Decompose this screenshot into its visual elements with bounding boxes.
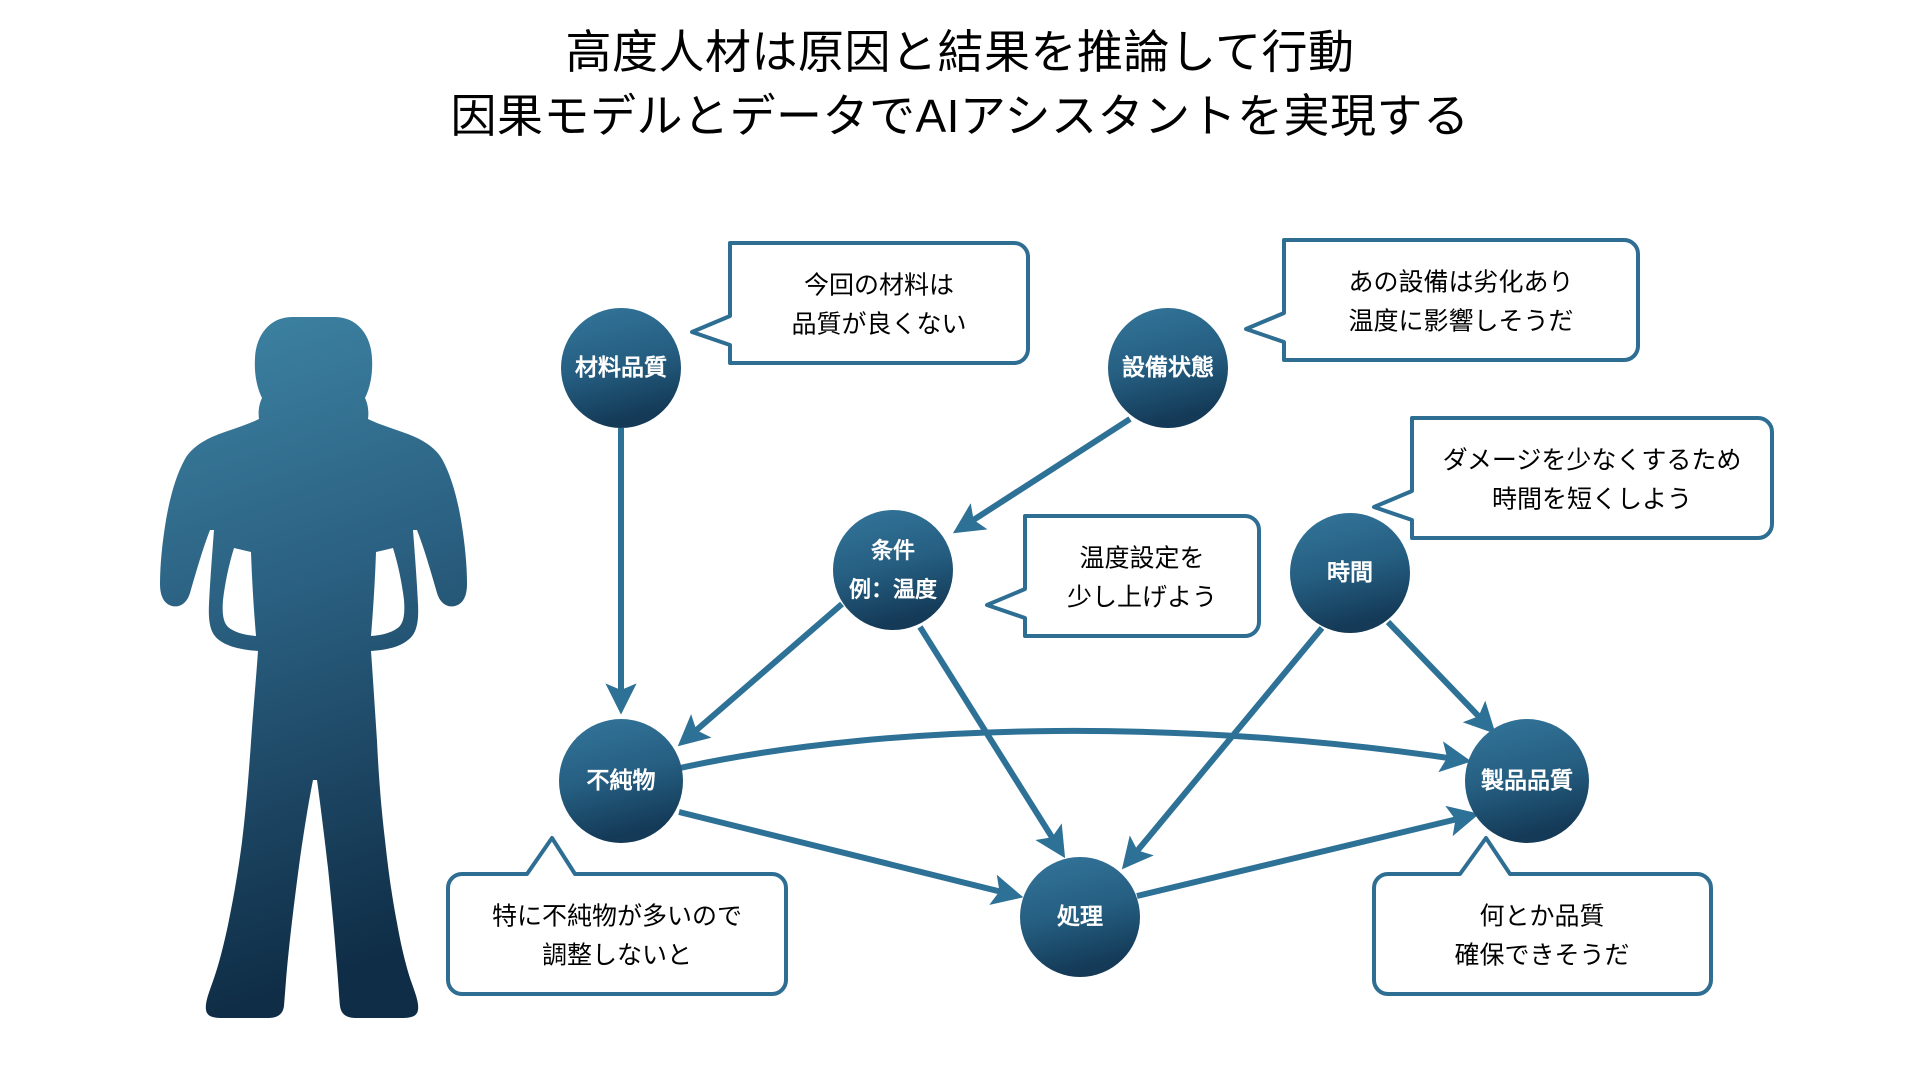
node-condition-label: 条件 [870,538,915,563]
edge-condition-to-impurity [677,601,844,747]
node-process[interactable]: 処理 [1020,857,1140,977]
callout-condition-bubble [985,514,1261,638]
callout-impurity-bubble [446,836,788,996]
person-silhouette-icon [160,317,467,1018]
callout-impurity-line2: 調整しないと [542,942,692,970]
callout-material-bubble [690,241,1030,365]
edge-equipment-to-condition [952,416,1132,534]
node-condition-sublabel: 例：温度 [849,577,938,602]
callout-condition-line1: 温度設定を [1079,545,1204,573]
edge-process-to-quality [1136,805,1480,899]
callout-condition-line2: 少し上げよう [1067,584,1217,612]
node-product-quality[interactable]: 製品品質 [1465,719,1589,843]
callout-time[interactable]: ダメージを少なくするため 時間を短くしよう [1372,416,1774,540]
node-circle [561,308,681,428]
edge-impurity-to-process [678,809,1024,905]
node-equipment-state[interactable]: 設備状態 [1108,308,1228,428]
callout-quality-line2: 確保できそうだ [1454,942,1629,970]
node-circle [1290,513,1410,633]
callout-equipment[interactable]: あの設備は劣化あり 温度に影響しそうだ [1244,238,1640,362]
node-circle [1465,719,1589,843]
callout-equipment-line1: あの設備は劣化あり [1348,269,1573,297]
node-impurity-label: 不純物 [587,767,656,793]
callout-time-line1: ダメージを少なくするため [1443,447,1742,475]
callout-equipment-line2: 温度に影響しそうだ [1348,308,1573,336]
callout-condition[interactable]: 温度設定を 少し上げよう [985,514,1261,638]
node-circle [1020,857,1140,977]
title-line-1: 高度人材は原因と結果を推論して行動 [565,26,1355,78]
page-title: 高度人材は原因と結果を推論して行動 因果モデルとデータでAIアシスタントを実現す… [0,20,1920,148]
node-circle [559,719,683,843]
callout-material[interactable]: 今回の材料は 品質が良くない [690,241,1030,365]
title-line-2: 因果モデルとデータでAIアシスタントを実現する [450,90,1470,142]
node-time[interactable]: 時間 [1290,513,1410,633]
callout-quality[interactable]: 何とか品質 確保できそうだ [1372,836,1713,996]
node-process-label: 処理 [1057,903,1103,929]
node-condition[interactable]: 条件 例：温度 [833,510,953,630]
callout-equipment-bubble [1244,238,1640,362]
node-material-quality[interactable]: 材料品質 [561,308,681,428]
node-equipment-state-label: 設備状態 [1122,354,1214,380]
callout-impurity-line1: 特に不純物が多いので [492,903,742,931]
edge-time-to-process [1121,626,1325,870]
callout-quality-line1: 何とか品質 [1479,903,1604,931]
callout-material-line1: 今回の材料は [804,272,954,300]
node-circle [1108,308,1228,428]
node-product-quality-label: 製品品質 [1480,767,1573,793]
edge-impurity-to-quality [679,727,1472,773]
node-material-quality-label: 材料品質 [575,354,667,380]
callout-material-line2: 品質が良くない [791,311,966,339]
callout-time-line2: 時間を短くしよう [1492,486,1692,514]
node-impurity[interactable]: 不純物 [559,719,683,843]
callout-quality-bubble [1372,836,1713,996]
callout-impurity[interactable]: 特に不純物が多いので 調整しないと [446,836,788,996]
edge-condition-to-process [917,625,1066,859]
node-time-label: 時間 [1327,559,1373,585]
node-circle [833,510,953,630]
edge-layer [605,416,1496,905]
edge-time-to-quality [1385,619,1496,734]
callout-time-bubble [1372,416,1774,540]
